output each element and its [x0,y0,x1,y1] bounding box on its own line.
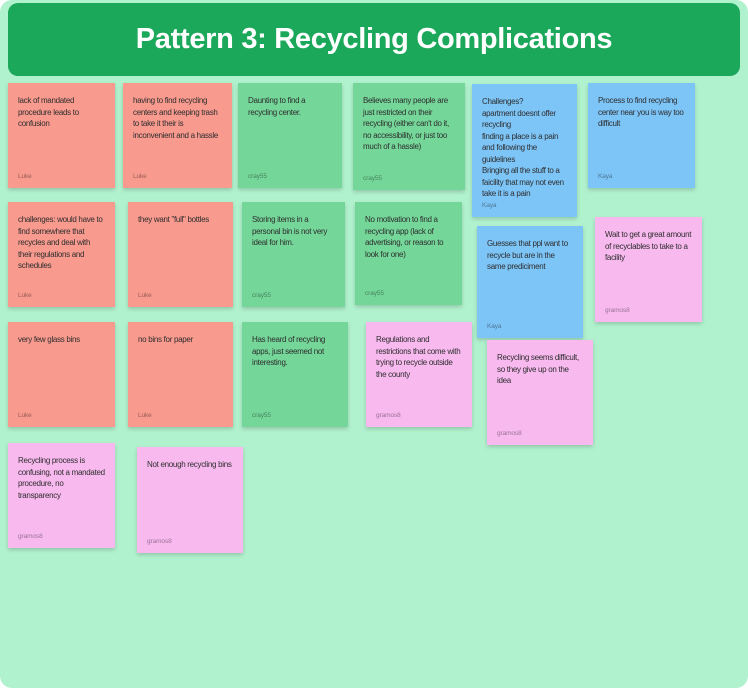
note-text: No motivation to find a recycling app (l… [365,215,444,259]
note-text: Storing items in a personal bin is not v… [252,215,328,247]
note-author: Luke [18,292,32,299]
section-title: Pattern 3: Recycling Complications [135,23,613,55]
note-author: gramos8 [376,412,401,419]
note-author: Luke [18,412,32,419]
note-author: gramos8 [497,430,522,437]
note-text: Guesses that ppl want to recycle but are… [487,239,568,271]
section-header[interactable]: Pattern 3: Recycling Complications [8,3,740,76]
note-author: gramos8 [605,307,630,314]
sticky-note[interactable]: Wait to get a great amount of recyclable… [595,217,702,322]
note-author: cray55 [363,175,382,182]
note-text: they want "full" bottles [138,215,209,224]
note-author: Luke [138,292,152,299]
note-text: very few glass bins [18,335,80,344]
note-author: Kaya [487,323,502,330]
note-author: gramos8 [147,538,172,545]
sticky-note[interactable]: Not enough recycling bins gramos8 [137,447,243,553]
note-author: Kaya [482,202,497,209]
sticky-note[interactable]: they want "full" bottles Luke [128,202,233,307]
note-text: Not enough recycling bins [147,460,232,469]
note-text: Has heard of recycling apps, just seemed… [252,335,325,367]
note-author: cray55 [365,290,384,297]
sticky-note[interactable]: Daunting to find a recycling center. cra… [238,83,342,188]
sticky-note[interactable]: no bins for paper Luke [128,322,233,427]
sticky-note[interactable]: Believes many people are just restricted… [353,83,465,190]
note-author: cray55 [252,412,271,419]
sticky-note[interactable]: Recycling process is confusing, not a ma… [8,443,115,548]
note-author: gramos8 [18,533,43,540]
note-author: cray55 [252,292,271,299]
note-text: lack of mandated procedure leads to conf… [18,96,79,128]
sticky-note[interactable]: No motivation to find a recycling app (l… [355,202,462,305]
sticky-note[interactable]: lack of mandated procedure leads to conf… [8,83,115,188]
note-text: Recycling process is confusing, not a ma… [18,456,105,500]
note-text: Wait to get a great amount of recyclable… [605,230,692,262]
sticky-note[interactable]: Has heard of recycling apps, just seemed… [242,322,348,427]
sticky-note[interactable]: challenges: would have to find somewhere… [8,202,115,307]
note-author: Luke [18,173,32,180]
sticky-note[interactable]: Regulations and restrictions that come w… [366,322,472,427]
note-text: Daunting to find a recycling center. [248,96,306,117]
note-text: Challenges? apartment doesnt offer recyc… [482,97,564,198]
note-text: Regulations and restrictions that come w… [376,335,461,379]
note-author: Luke [138,412,152,419]
note-text: no bins for paper [138,335,193,344]
sticky-note[interactable]: Recycling seems difficult, so they give … [487,340,593,445]
note-author: Kaya [598,173,613,180]
note-text: Believes many people are just restricted… [363,96,449,151]
note-author: cray55 [248,173,267,180]
sticky-note[interactable]: very few glass bins Luke [8,322,115,427]
note-text: having to find recycling centers and kee… [133,96,219,140]
note-text: challenges: would have to find somewhere… [18,215,103,270]
sticky-note[interactable]: Challenges? apartment doesnt offer recyc… [472,84,577,217]
sticky-note[interactable]: Storing items in a personal bin is not v… [242,202,345,307]
note-text: Process to find recycling center near yo… [598,96,684,128]
sticky-note[interactable]: having to find recycling centers and kee… [123,83,232,188]
sticky-note[interactable]: Guesses that ppl want to recycle but are… [477,226,583,338]
sticky-note[interactable]: Process to find recycling center near yo… [588,83,695,188]
note-author: Luke [133,173,147,180]
note-text: Recycling seems difficult, so they give … [497,353,579,385]
